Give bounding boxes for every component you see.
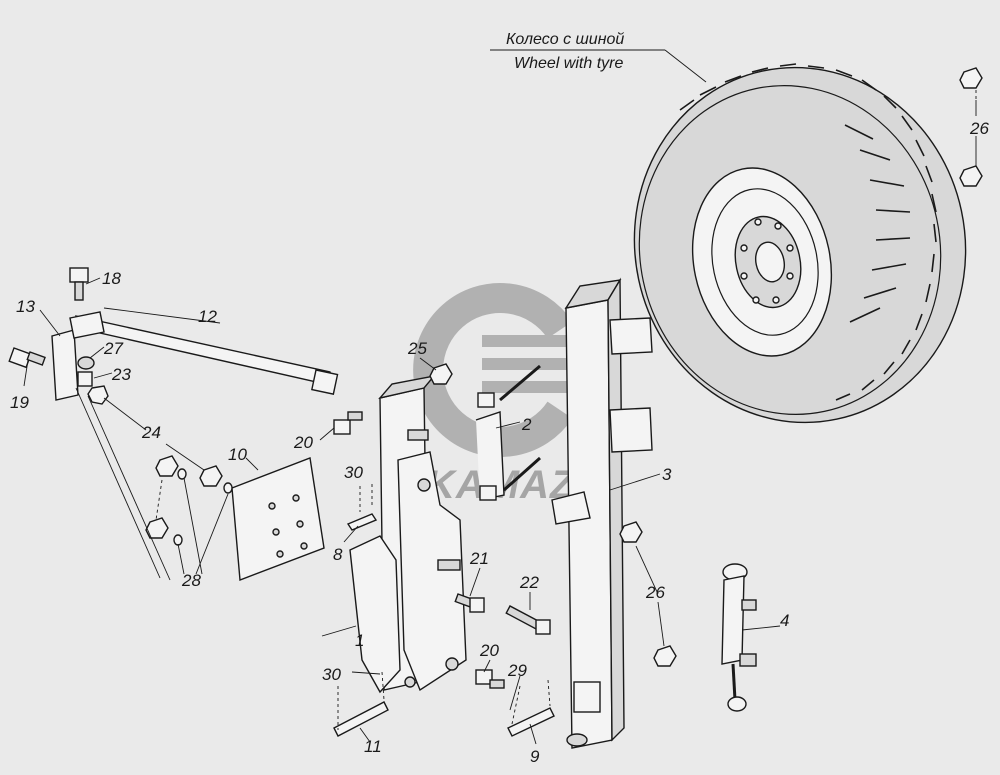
- callout-20-lower: 20: [479, 641, 499, 660]
- callout-27: 27: [103, 339, 123, 358]
- callout-18: 18: [102, 269, 121, 288]
- fasteners: [8, 67, 983, 737]
- part-2-u-bolt: [475, 364, 541, 501]
- callout-2: 2: [521, 415, 532, 434]
- part-10-plate: [231, 457, 325, 581]
- callout-29: 29: [507, 661, 527, 680]
- wheel-caption-en: Wheel with tyre: [514, 55, 623, 72]
- callout-30-lower: 30: [322, 665, 341, 684]
- callouts: 1 2 3 4 8 9 10 11 12 13 18 19 20 20 21 2…: [10, 119, 989, 766]
- callout-20-upper: 20: [293, 433, 313, 452]
- callout-25: 25: [407, 339, 427, 358]
- part-3-carrier-post: [551, 277, 653, 749]
- wheel-with-tyre: [633, 63, 967, 424]
- callout-28: 28: [181, 571, 201, 590]
- callout-12: 12: [198, 307, 217, 326]
- callout-30-upper: 30: [344, 463, 363, 482]
- wheel-caption: Колесо с шиной Wheel with tyre: [490, 31, 707, 83]
- wheel-caption-ru: Колесо с шиной: [506, 31, 624, 48]
- part-1-bracket-assembly: [349, 374, 467, 694]
- callout-1: 1: [355, 631, 364, 650]
- dashed-guides: [155, 90, 977, 730]
- callout-24: 24: [141, 423, 161, 442]
- callout-8: 8: [333, 545, 343, 564]
- callout-13: 13: [16, 297, 35, 316]
- callout-22: 22: [519, 573, 539, 592]
- callout-9: 9: [530, 747, 540, 766]
- part-4-shock-absorber: [721, 563, 757, 712]
- callout-19: 19: [10, 393, 29, 412]
- leader-lines: [23, 100, 977, 745]
- callout-4: 4: [780, 611, 789, 630]
- callout-11: 11: [364, 737, 382, 756]
- callout-10: 10: [228, 445, 247, 464]
- callout-26-lower: 26: [645, 583, 665, 602]
- callout-26-upper: 26: [969, 119, 989, 138]
- part-12-rod: [51, 311, 339, 401]
- kamaz-logo-watermark: KAMAZ: [413, 283, 575, 507]
- callout-3: 3: [662, 465, 672, 484]
- callout-21: 21: [469, 549, 489, 568]
- callout-23: 23: [111, 365, 131, 384]
